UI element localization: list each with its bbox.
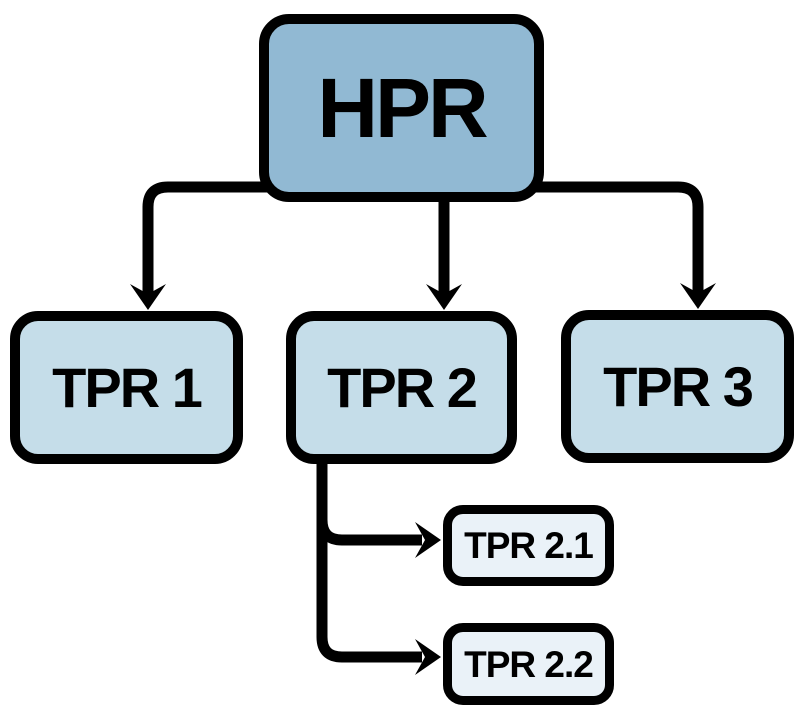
node-tpr1-label: TPR 1: [52, 355, 203, 419]
arrowhead-down-tpr3: [680, 283, 716, 309]
arrowhead-down-tpr2: [426, 284, 462, 310]
node-tpr22-label: TPR 2.2: [464, 643, 594, 685]
arrowhead-right-tpr21: [415, 522, 441, 558]
node-hpr-label: HPR: [317, 61, 488, 155]
arrowhead-right-tpr22: [415, 639, 441, 675]
node-tpr3-label: TPR 3: [603, 354, 754, 418]
connector-tpr2-tpr21: [316, 458, 422, 546]
node-tpr3: TPR 3: [561, 310, 794, 463]
arrowhead-down-tpr1: [130, 284, 166, 310]
node-tpr2-label: TPR 2: [327, 355, 478, 419]
node-tpr1: TPR 1: [10, 311, 243, 464]
connector-tpr2-tpr22: [316, 458, 422, 663]
connector-hpr-tpr1-tpr3: [142, 181, 704, 297]
node-tpr22: TPR 2.2: [443, 623, 614, 705]
node-hpr: HPR: [259, 14, 544, 202]
node-tpr2: TPR 2: [286, 311, 517, 464]
node-tpr21-label: TPR 2.1: [464, 525, 594, 566]
node-tpr21: TPR 2.1: [443, 505, 614, 586]
arrowheads: [130, 283, 716, 675]
